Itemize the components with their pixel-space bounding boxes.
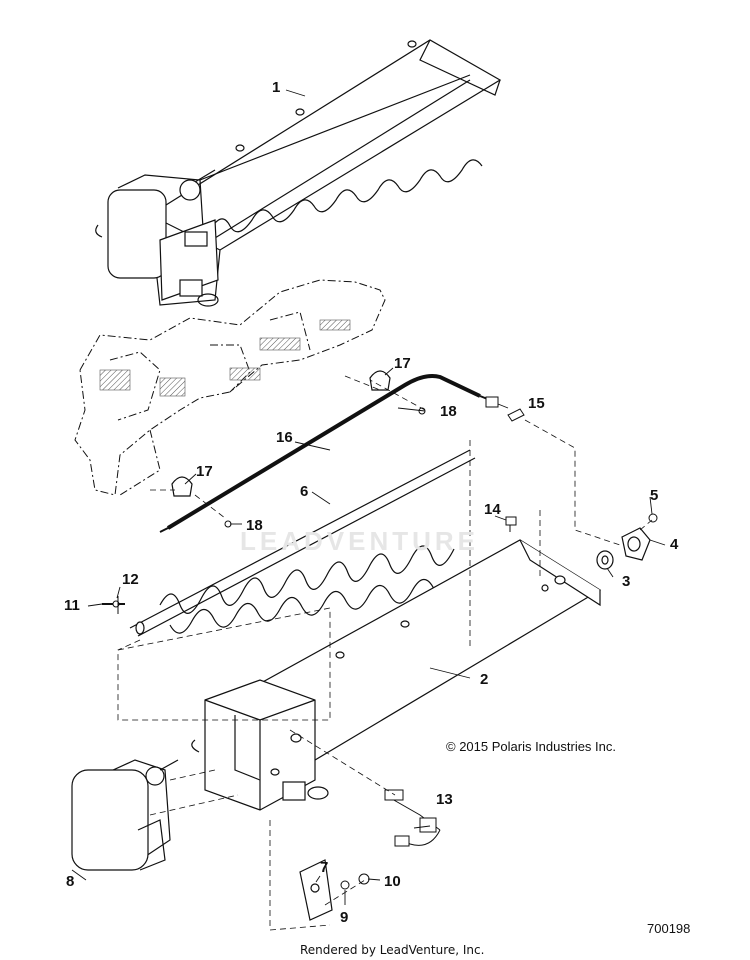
- callout-17-upper: 17: [394, 355, 411, 372]
- washer-part-3: [596, 550, 614, 570]
- callout-leader-lines: [71, 89, 666, 905]
- bolt-part-14: [505, 516, 517, 532]
- callout-16: 16: [276, 429, 293, 446]
- washer-part-9: [340, 880, 350, 890]
- callout-15: 15: [528, 395, 545, 412]
- auger-part-6: [129, 449, 476, 637]
- callout-18-upper: 18: [440, 403, 457, 420]
- callout-6: 6: [300, 483, 309, 500]
- frame-hatched-sections: [99, 319, 351, 397]
- bolt-part-5: [648, 513, 658, 523]
- callout-1: 1: [272, 79, 281, 96]
- callout-3: 3: [622, 573, 631, 590]
- motor-part-8: [71, 759, 179, 871]
- callout-17-lower: 17: [196, 463, 213, 480]
- harness-part-13: [384, 789, 441, 847]
- plate-part-7: [299, 859, 333, 921]
- callout-11: 11: [64, 597, 80, 614]
- copyright-notice: © 2015 Polaris Industries Inc.: [446, 739, 616, 754]
- callout-5: 5: [650, 487, 659, 504]
- pin-part-11-12: [102, 596, 125, 614]
- callout-8: 8: [66, 873, 75, 890]
- watermark: LEADVENTURE: [240, 526, 480, 556]
- callout-9: 9: [340, 909, 349, 926]
- callout-10: 10: [384, 873, 401, 890]
- callout-18-lower: 18: [246, 517, 263, 534]
- screw-part-18: [224, 407, 426, 528]
- frame-outline: [74, 279, 386, 496]
- callout-12: 12: [122, 571, 139, 588]
- document-number: 700198: [647, 921, 691, 936]
- callout-7: 7: [320, 859, 329, 876]
- assembled-auger-assembly: [95, 39, 502, 307]
- callout-14: 14: [484, 501, 501, 518]
- fitting-part-15: [507, 408, 525, 422]
- assembly-guide-lines: [117, 375, 653, 931]
- callout-2: 2: [480, 671, 489, 688]
- bearing-part-4: [621, 527, 651, 561]
- callout-4: 4: [670, 536, 679, 553]
- callout-13: 13: [436, 791, 453, 808]
- rendered-by-footer: Rendered by LeadVenture, Inc.: [300, 943, 485, 957]
- trough-part-2: [228, 539, 602, 761]
- gearbox-housing: [191, 679, 329, 811]
- cable-part-16: [159, 374, 499, 533]
- top-auger-flights: [209, 79, 483, 239]
